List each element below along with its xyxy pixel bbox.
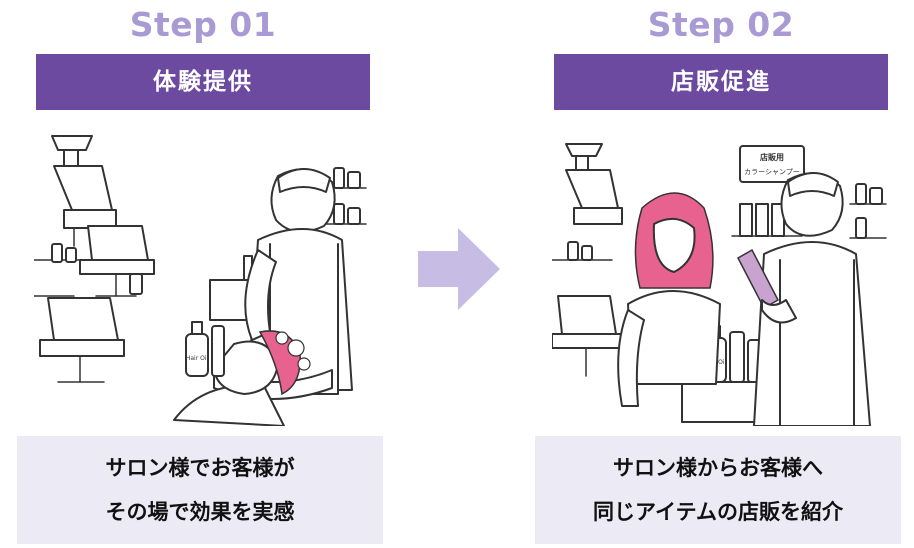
step-02-caption-line-2: 同じアイテムの店販を紹介: [593, 500, 843, 524]
shop-sign: 店販用 カラーシャンプー: [739, 145, 805, 183]
client-icon: [173, 330, 311, 426]
shampoo-chair-icon: [565, 143, 623, 225]
salon-chair-icon: [79, 225, 155, 297]
step-01-caption: サロン様でお客様が その場で効果を実感: [17, 436, 383, 544]
salon-chair-icon: [39, 297, 125, 383]
step-01-illustration: Hair Oil: [34, 135, 367, 426]
step-02-caption: サロン様からお客様へ 同じアイテムの店販を紹介: [535, 436, 901, 544]
shelf-icon: [325, 167, 367, 225]
step-02-title-bar: 店販促進: [554, 54, 888, 110]
step-02-illustration: 店販用 カラーシャンプー Hair Oil: [552, 143, 887, 426]
step-01-title-bar: 体験提供: [36, 54, 370, 110]
step-01-label: Step 01: [129, 5, 277, 44]
step-02-title: 店販促進: [671, 69, 771, 95]
bottles-icon: [567, 241, 593, 261]
shelf-icon: [731, 183, 887, 239]
hair-oil-bottle-icon: Hair Oil: [185, 321, 209, 377]
shampoo-tube-icon: [737, 248, 797, 324]
sign-line-1: 店販用: [760, 152, 784, 162]
step-01-caption-line-1: サロン様でお客様が: [105, 456, 295, 480]
salon-chair-icon: [552, 295, 623, 377]
customer-icon: [617, 192, 721, 407]
step-01-caption-line-2: その場で効果を実感: [105, 500, 295, 524]
hair-oil-label: Hair Oil: [186, 355, 209, 362]
step-02-caption-line-1: サロン様からお客様へ: [613, 456, 823, 480]
stylist-icon: [753, 172, 871, 426]
right-arrow-icon: [418, 228, 500, 310]
bottles-icon: [51, 243, 143, 295]
step-02-label: Step 02: [647, 5, 795, 44]
sign-line-2: カラーシャンプー: [744, 168, 800, 176]
step-01-title: 体験提供: [153, 69, 253, 95]
